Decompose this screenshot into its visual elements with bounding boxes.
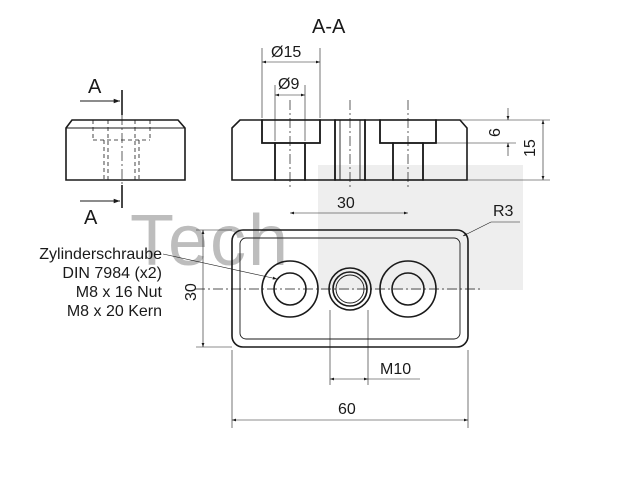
callout-line-2: DIN 7984 (x2) bbox=[62, 265, 162, 282]
dim-radius: R3 bbox=[462, 203, 520, 237]
section-marker-bottom: A bbox=[84, 207, 98, 229]
dim-thread: M10 bbox=[329, 310, 420, 385]
dim-dia-9-label: Ø9 bbox=[278, 76, 299, 93]
top-view bbox=[195, 229, 480, 348]
callout-line-3: M8 x 16 Nut bbox=[76, 284, 163, 301]
dim-spacing-30-label: 30 bbox=[337, 195, 355, 212]
section-view bbox=[231, 100, 468, 190]
callout-line-1: Zylinderschraube bbox=[39, 246, 162, 263]
dim-radius-label: R3 bbox=[493, 203, 514, 220]
top-view-outline bbox=[231, 229, 469, 348]
dim-width-30-label: 30 bbox=[183, 283, 200, 301]
dim-width-30: 30 bbox=[183, 229, 232, 348]
dim-heights: 6 15 bbox=[423, 108, 550, 181]
counterbore-left bbox=[261, 119, 321, 144]
callout-line-4: M8 x 20 Kern bbox=[67, 303, 162, 320]
dim-spacing-30: 30 bbox=[290, 195, 408, 215]
watermark-tech: Tech bbox=[130, 201, 290, 281]
thread-inner bbox=[332, 271, 368, 307]
screw-right-head bbox=[379, 260, 437, 318]
side-view-outline bbox=[65, 119, 186, 181]
dim-length-60: 60 bbox=[231, 350, 469, 428]
section-marker-top: A bbox=[88, 76, 102, 98]
dim-thread-label: M10 bbox=[380, 361, 411, 378]
section-title: A-A bbox=[312, 16, 346, 38]
screw-left-bore bbox=[273, 272, 307, 306]
screw-right-bore bbox=[391, 272, 425, 306]
dim-dia-15: Ø15 bbox=[261, 44, 321, 118]
top-view-inner-outline bbox=[239, 237, 461, 340]
dim-length-60-label: 60 bbox=[338, 401, 356, 418]
dim-height-15-label: 15 bbox=[522, 139, 539, 157]
dim-dia-15-label: Ø15 bbox=[271, 44, 301, 61]
thread-core bbox=[335, 274, 365, 304]
screw-left-head bbox=[261, 260, 319, 318]
side-view: A A bbox=[65, 76, 186, 229]
dim-dia-9: Ø9 bbox=[274, 76, 306, 141]
watermark: Tech XXL bbox=[130, 165, 523, 290]
watermark-box bbox=[318, 165, 523, 290]
dim-depth-6-label: 6 bbox=[487, 128, 504, 137]
screw-callout: Zylinderschraube DIN 7984 (x2) M8 x 16 N… bbox=[39, 246, 278, 320]
section-left-part bbox=[231, 119, 276, 181]
callout-leader bbox=[162, 253, 278, 280]
thread-outer bbox=[328, 267, 372, 311]
